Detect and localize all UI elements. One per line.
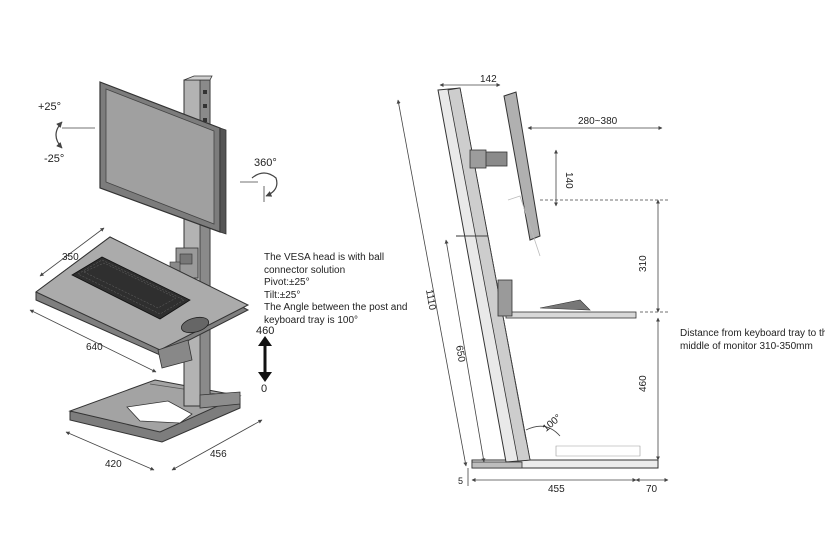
vesa-note-line: connector solution [264, 264, 346, 276]
lower-gap-label: 460 [638, 375, 649, 392]
base-depth-label: 456 [210, 449, 227, 460]
base-extra-label: 70 [646, 484, 658, 495]
base-length-label: 455 [548, 484, 565, 495]
height-max-label: 460 [256, 325, 274, 337]
height-min-label: 0 [261, 383, 267, 395]
monitor [99, 81, 227, 235]
mouse [180, 316, 210, 334]
tray-length-label: 640 [86, 342, 103, 353]
total-height-label: 1110 [423, 289, 438, 312]
rotation-arrow-icon [240, 172, 278, 202]
distance-note-line: Distance from keyboard tray to the [680, 328, 825, 339]
left-dimension-lines [29, 227, 263, 471]
tilt-arrow-icon [55, 121, 95, 149]
tilt-up-label: +25° [38, 101, 61, 113]
upper-gap-label: 310 [638, 255, 649, 272]
vesa-note: The VESA head is with ball connector sol… [264, 252, 407, 327]
base-plate [68, 379, 242, 443]
base-offset-label: 5 [458, 476, 463, 486]
side-base [471, 459, 659, 469]
side-monitor [469, 91, 541, 257]
isometric-view: +25° -25° 360° 350 640 420 456 460 0 [29, 75, 278, 471]
base-width-label: 420 [105, 459, 122, 470]
height-adjust-arrow-icon [258, 336, 272, 382]
vesa-note-line: The VESA head is with ball [264, 252, 385, 263]
vesa-note-line: Pivot:±25° [264, 277, 310, 288]
tray-width-label: 350 [62, 252, 79, 263]
rotation-label: 360° [254, 157, 277, 169]
side-dimension-lines [396, 83, 669, 486]
vesa-note-line: keyboard tray is 100° [264, 314, 359, 326]
side-view: 142 280~380 140 1110 650 310 460 100° 45… [396, 74, 669, 495]
vesa-height-label: 140 [563, 172, 574, 189]
post-angle-label: 100° [541, 413, 564, 435]
tilt-down-label: -25° [44, 153, 64, 165]
vesa-note-line: The Angle between the post and [264, 302, 408, 313]
reach-label: 280~380 [578, 116, 618, 127]
post-height-label: 650 [453, 345, 467, 364]
vesa-note-line: Tilt:±25° [264, 289, 301, 301]
side-keyboard-tray [497, 279, 641, 457]
distance-note: Distance from keyboard tray to the middl… [680, 328, 825, 353]
arm-depth-label: 142 [480, 74, 497, 85]
distance-note-line: middle of monitor 310-350mm [680, 340, 813, 352]
